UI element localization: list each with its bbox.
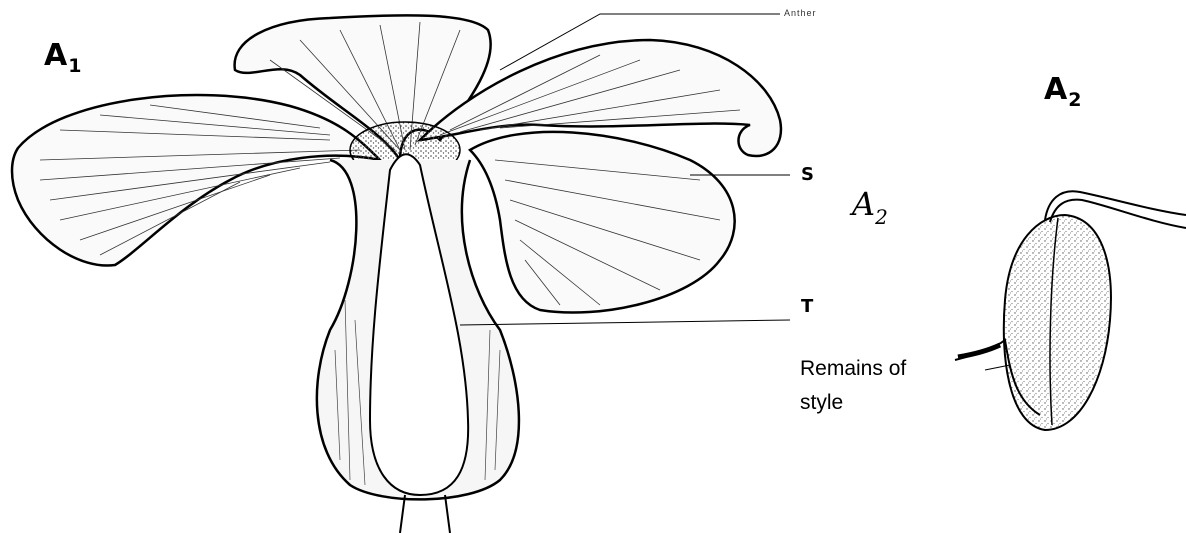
seed-illustration [955,191,1186,430]
label-a2: A2 [1044,72,1081,111]
left-petal [12,95,380,266]
label-anther: Anther [784,8,817,18]
label-s: S [801,164,814,185]
label-remains-line1: Remains of [800,352,906,386]
label-a1: A1 [44,38,81,77]
right-lower-petal [470,132,735,313]
handwritten-a2: A2 [852,185,888,229]
calyx-tube [317,154,519,533]
label-t: T [801,296,813,317]
label-remains-line2: style [800,386,940,414]
